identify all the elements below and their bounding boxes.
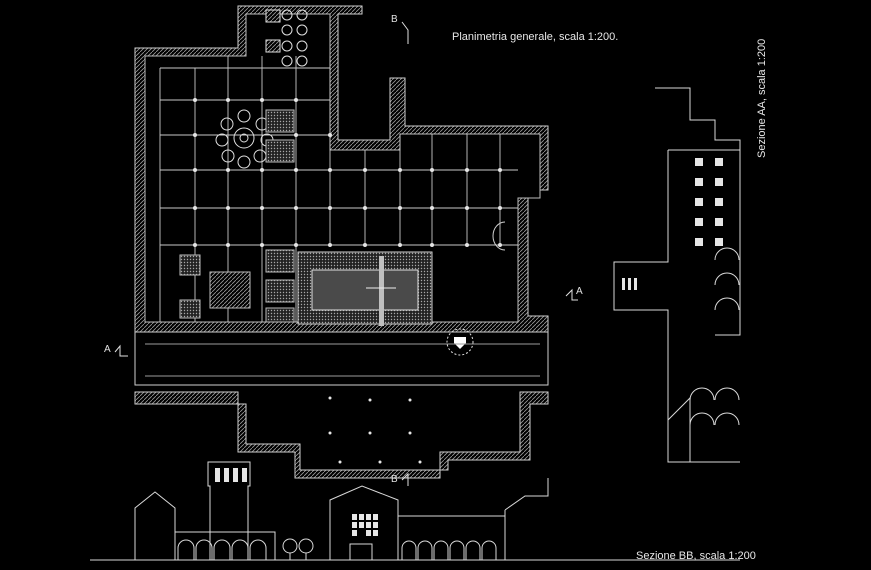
- section-marker-a-right: A: [576, 286, 583, 297]
- plan-top-columns: [265, 9, 308, 67]
- plan-column-dots: [193, 98, 502, 247]
- plan-central-pool: [297, 251, 433, 326]
- floor-plan: [114, 5, 578, 486]
- section-aa-drawing: [613, 87, 741, 463]
- plan-title: Planimetria generale, scala 1:200.: [452, 31, 619, 43]
- section-bb-drawing: [90, 461, 740, 561]
- section-bb-title: Sezione BB, scala 1:200: [636, 550, 756, 562]
- plan-forecourt-dots: [328, 396, 422, 464]
- plan-apse: [492, 221, 506, 251]
- section-marker-b-top: B: [391, 14, 398, 25]
- plan-lower-corridor: [134, 331, 549, 386]
- plan-forecourt-wall: [134, 391, 549, 479]
- plan-niche: [446, 328, 474, 356]
- section-marker-b-bottom: B: [391, 474, 398, 485]
- section-cut-markers: [114, 21, 578, 486]
- section-aa-title: Sezione AA, scala 1:200: [756, 38, 768, 158]
- plan-hatched-tiles: [179, 109, 295, 323]
- section-marker-a-left: A: [104, 344, 111, 355]
